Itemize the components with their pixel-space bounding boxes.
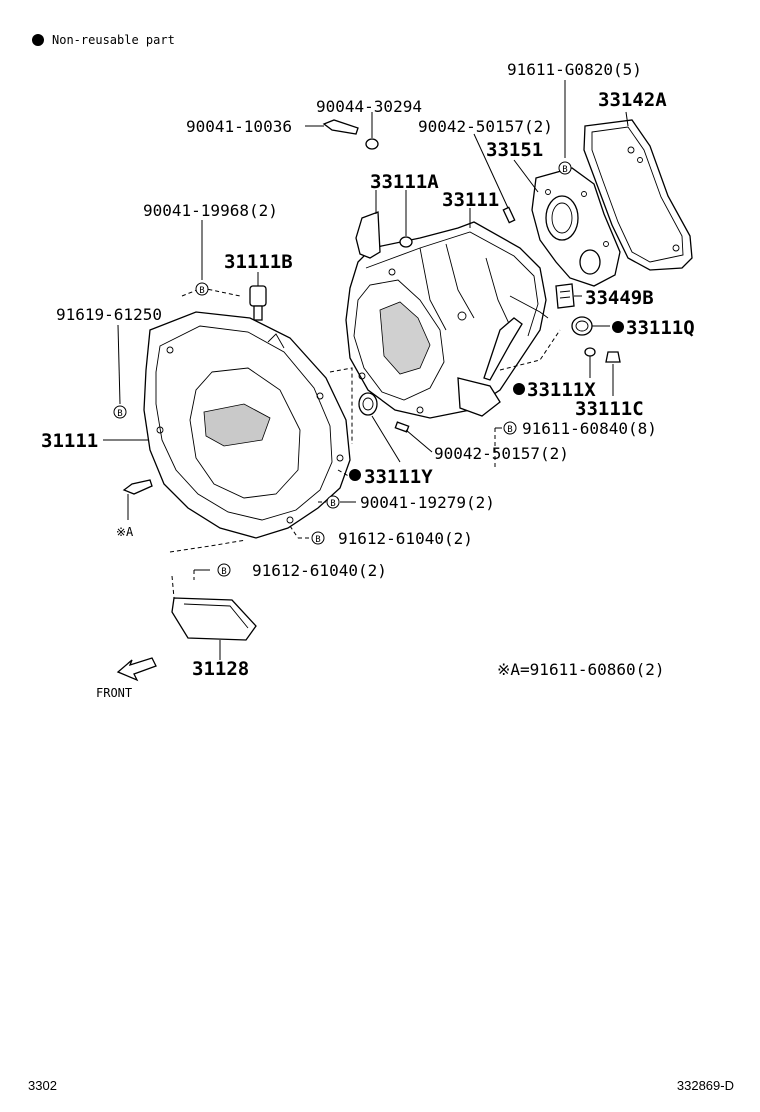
non-reusable-dot-33111q xyxy=(612,321,624,333)
label-90044-30294: 90044-30294 xyxy=(316,97,422,116)
non-reusable-dot-icon xyxy=(32,34,44,46)
housing-31111-drawing xyxy=(143,311,351,539)
label-33111a: 33111A xyxy=(370,171,439,193)
leader-lines xyxy=(103,80,629,660)
label-33142a: 33142A xyxy=(598,89,667,111)
label-91612-61040-b: 91612-61040(2) xyxy=(252,561,387,580)
label-31128: 31128 xyxy=(192,658,249,680)
footer: 3302 332869-D xyxy=(28,1078,734,1093)
breather-31111b-drawing xyxy=(249,285,267,321)
label-91611-g0820: 91611-G0820(5) xyxy=(507,60,642,79)
non-reusable-dot-33111y xyxy=(349,469,361,481)
front-arrow-icon xyxy=(116,657,157,682)
label-33111q: 33111Q xyxy=(626,317,695,339)
label-33111: 33111 xyxy=(442,189,499,211)
bolt-90041-10036-drawing xyxy=(322,119,379,150)
label-90042-50157-bottom: 90042-50157(2) xyxy=(434,444,569,463)
bolt-note-a-drawing xyxy=(122,479,153,495)
label-33151: 33151 xyxy=(486,139,543,161)
label-33111x: 33111X xyxy=(527,379,596,401)
plug-33111c-drawing xyxy=(605,351,621,363)
svg-text:B: B xyxy=(221,567,226,577)
oil-seal-33111y-drawing xyxy=(358,392,378,416)
non-reusable-dot-33111x xyxy=(513,383,525,395)
bolt-mark-91611-g0820: B xyxy=(558,161,572,175)
label-31111: 31111 xyxy=(41,430,98,452)
svg-text:B: B xyxy=(117,409,122,419)
clamp-33449b-drawing xyxy=(555,283,575,309)
label-90042-50157-top: 90042-50157(2) xyxy=(418,117,553,136)
gasket-33142a-drawing xyxy=(583,119,693,271)
label-90041-19968: 90041-19968(2) xyxy=(143,201,278,220)
part-labels: 91611-G0820(5) 33142A 90044-30294 90041-… xyxy=(41,60,695,700)
bolt-mark-90041-19279: B xyxy=(326,495,340,509)
svg-text:B: B xyxy=(330,499,335,509)
label-33111c: 33111C xyxy=(575,398,644,420)
svg-text:B: B xyxy=(199,286,204,296)
label-front: FRONT xyxy=(96,686,132,700)
label-33111y: 33111Y xyxy=(364,466,433,488)
legend: Non-reusable part xyxy=(32,33,175,47)
label-91612-61040-a: 91612-61040(2) xyxy=(338,529,473,548)
bolt-mark-91619-61250: B xyxy=(113,405,127,419)
svg-text:B: B xyxy=(507,425,512,435)
label-90041-10036: 90041-10036 xyxy=(186,117,292,136)
oil-seal-33111q-drawing xyxy=(571,316,593,336)
bolt-markers: B B B B B B B xyxy=(113,161,572,577)
label-note-a: ※A xyxy=(116,525,134,539)
footer-page-code: 3302 xyxy=(28,1078,57,1093)
svg-text:B: B xyxy=(562,165,567,175)
label-91619-61250: 91619-61250 xyxy=(56,305,162,324)
footer-drawing-number: 332869-D xyxy=(677,1078,734,1093)
bolt-mark-91612-61040-b: B xyxy=(217,563,231,577)
non-reusable-markers xyxy=(349,321,624,481)
dowel-pin-90042-top xyxy=(502,206,516,224)
label-31111b: 31111B xyxy=(224,251,293,273)
transmission-case-33111-drawing xyxy=(345,221,549,419)
label-33449b: 33449B xyxy=(585,287,654,309)
bracket-33111a-drawing xyxy=(355,211,413,259)
legend-text: Non-reusable part xyxy=(52,33,175,47)
cover-31128-drawing xyxy=(171,597,257,641)
dowel-pin-90042-bottom xyxy=(394,421,410,433)
bolt-mark-91612-61040-a: B xyxy=(311,531,325,545)
bolt-mark-91611-60840: B xyxy=(503,421,517,435)
bolt-mark-90041-19968: B xyxy=(195,282,209,296)
plate-33151-drawing xyxy=(531,167,621,287)
gasket-33111x-drawing xyxy=(584,347,596,357)
label-note-a-definition: ※A=91611-60860(2) xyxy=(497,660,665,679)
svg-text:B: B xyxy=(315,535,320,545)
label-90041-19279: 90041-19279(2) xyxy=(360,493,495,512)
label-91611-60840: 91611-60840(8) xyxy=(522,419,657,438)
